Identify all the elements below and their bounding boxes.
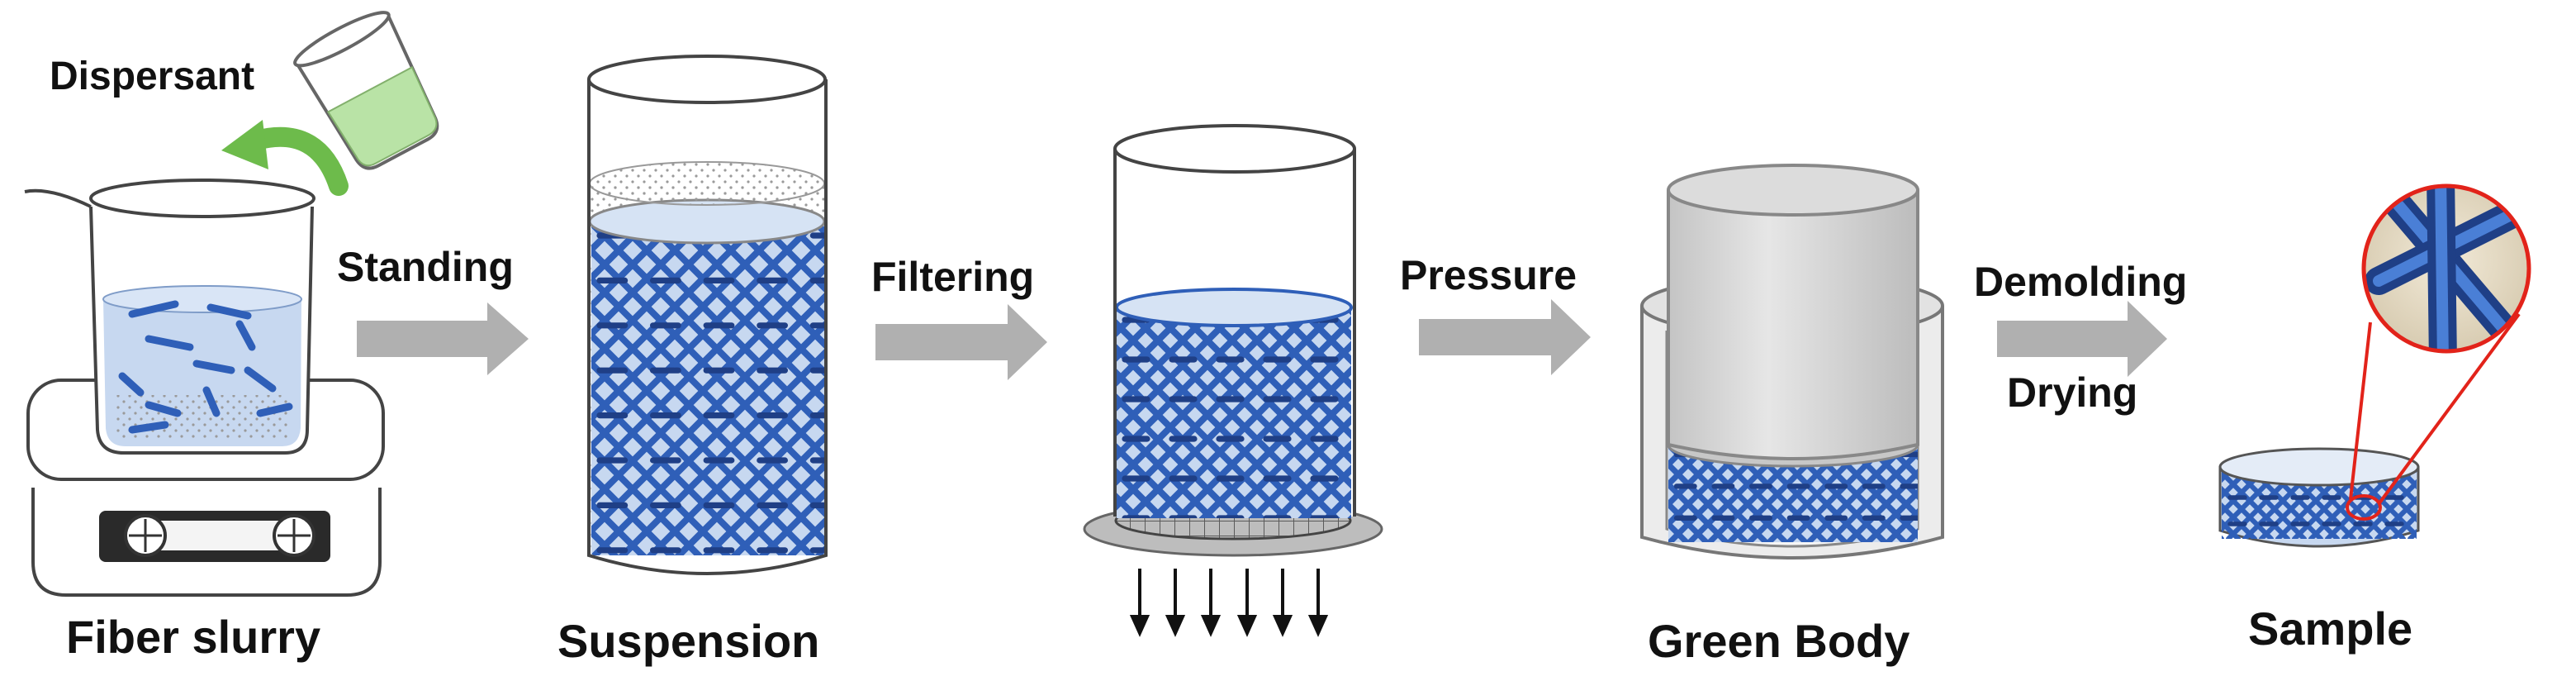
down-arrow-head xyxy=(1307,615,1329,637)
fiber xyxy=(1117,307,1269,461)
fiber xyxy=(1198,365,1351,518)
fiber xyxy=(2443,463,2519,539)
sample-label: Sample xyxy=(2248,602,2412,655)
down-arrow-head xyxy=(1200,615,1222,637)
fiber xyxy=(1117,418,1217,518)
small-beaker-icon xyxy=(293,11,439,170)
fiber xyxy=(2005,445,2104,544)
fiber xyxy=(591,221,824,555)
gray-arrow-icon xyxy=(875,304,1047,380)
gray-arrow-icon xyxy=(1419,299,1591,375)
fiber xyxy=(1117,307,1219,412)
gray-arrow-icon xyxy=(357,302,529,375)
down-arrow-icons xyxy=(1129,569,1329,637)
fiber xyxy=(1270,307,1351,390)
press-mold-icon xyxy=(1640,164,2104,560)
fiber xyxy=(1946,445,2045,544)
fiber xyxy=(2427,463,2502,539)
fiber xyxy=(1985,445,2085,544)
down-arrow-head xyxy=(1272,615,1293,637)
magnified-fiber-icon xyxy=(2349,183,2531,506)
fiber xyxy=(1844,469,1918,542)
fiber xyxy=(1117,307,1169,362)
pressure-label: Pressure xyxy=(1400,252,1577,298)
fiber xyxy=(2391,512,2417,539)
fiber xyxy=(1946,445,2045,544)
fiber xyxy=(1174,340,1351,518)
fiber xyxy=(1295,307,1351,365)
fiber xyxy=(2443,463,2519,539)
fiber xyxy=(2460,463,2536,539)
fiber xyxy=(1124,307,1343,518)
fiber xyxy=(1864,488,1918,542)
fiber xyxy=(1966,445,2065,544)
drying-label: Drying xyxy=(2007,369,2137,416)
fiber xyxy=(2476,463,2552,539)
down-arrow-head xyxy=(1165,615,1186,637)
green-body-label: Green Body xyxy=(1648,615,1909,667)
fiber xyxy=(1223,390,1351,518)
fiber xyxy=(1248,415,1351,518)
fiber xyxy=(1985,445,2085,544)
fiber xyxy=(2222,463,2224,467)
standing-label: Standing xyxy=(337,244,514,290)
fiber xyxy=(1966,445,2065,544)
cylinder-icon xyxy=(587,55,828,575)
fiber xyxy=(2408,463,2417,474)
fiber xyxy=(1117,468,1167,518)
fiber xyxy=(1117,443,1192,518)
fiber xyxy=(1117,307,1244,436)
fiber xyxy=(1117,307,1318,511)
fiber-network xyxy=(1668,445,2104,544)
fiber xyxy=(1297,464,1351,518)
fiber xyxy=(1117,307,1194,387)
fiber xyxy=(2358,479,2417,539)
fiber xyxy=(1668,445,1691,469)
suspension-label: Suspension xyxy=(557,615,819,667)
fiber xyxy=(1884,508,1918,542)
fiber-slurry-label: Fiber slurry xyxy=(66,611,320,663)
fiber xyxy=(2427,463,2502,539)
down-arrow-head xyxy=(1129,615,1150,637)
beaker-icon xyxy=(24,179,315,455)
fiber xyxy=(643,221,824,555)
fiber xyxy=(2476,463,2552,539)
fiber xyxy=(1883,445,1918,480)
fiber xyxy=(2222,535,2224,539)
fiber xyxy=(2408,528,2417,539)
fiber xyxy=(1824,449,1918,542)
dispersant-label: Dispersant xyxy=(50,55,254,98)
fiber xyxy=(1668,520,1691,542)
fiber xyxy=(2005,445,2104,544)
fiber-network xyxy=(591,221,824,555)
fiber xyxy=(1117,307,1293,486)
fiber xyxy=(1273,440,1351,518)
fiber xyxy=(1668,500,1710,542)
filtering-label: Filtering xyxy=(871,254,1034,300)
fiber xyxy=(1805,445,1909,542)
fiber xyxy=(1245,307,1351,415)
gray-arrow-icon xyxy=(1997,301,2167,377)
demolding-label: Demolding xyxy=(1974,259,2187,305)
fiber xyxy=(727,221,824,555)
curved-green-arrow-icon xyxy=(221,120,349,196)
fiber xyxy=(1149,316,1351,518)
cylinder-icon xyxy=(1113,124,1356,518)
fiber xyxy=(2460,463,2536,539)
fiber xyxy=(1668,445,1711,488)
sample-disc-icon xyxy=(2218,447,2552,548)
down-arrow-head xyxy=(1236,615,1258,637)
